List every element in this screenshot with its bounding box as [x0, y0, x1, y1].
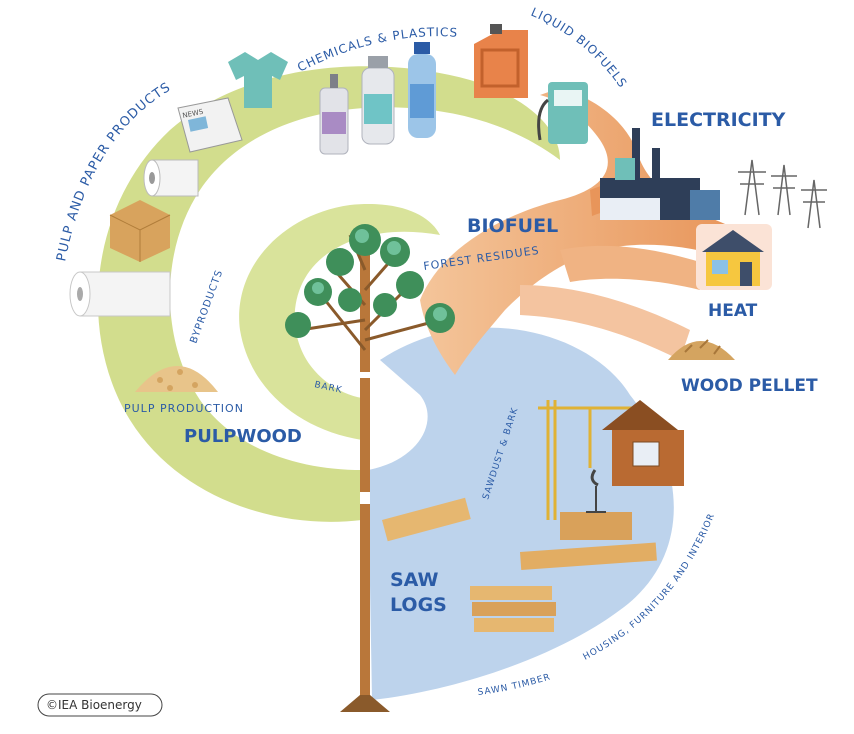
pulp-production-label: PULP PRODUCTION — [124, 402, 244, 415]
byproducts-stream — [239, 204, 440, 440]
heat-branch — [560, 245, 700, 290]
newspaper-icon: NEWS — [177, 97, 243, 153]
copyright-badge: ©IEA Bioenergy — [37, 693, 163, 717]
power-pylons-icon — [738, 159, 827, 229]
sawn-timber-label: SAWN TIMBER — [477, 672, 552, 698]
pellet-branch — [520, 285, 690, 360]
byproducts-label: BYPRODUCTS — [188, 268, 225, 345]
heat-label: HEAT — [708, 301, 758, 321]
bottle-icon-3 — [408, 42, 436, 138]
biofuel-stream — [420, 88, 740, 375]
pulpwood-stream — [97, 66, 561, 522]
bottle-icon-1 — [319, 74, 349, 155]
crane-icon — [538, 400, 640, 520]
tshirt-icon — [228, 52, 288, 108]
saw-logs-stream — [368, 327, 674, 700]
wood-chips-icon — [135, 366, 218, 392]
fuel-canister-icon — [474, 24, 528, 98]
bottle-icon-2 — [361, 56, 395, 145]
copyright-text: ©IEA Bioenergy — [46, 698, 142, 712]
paper-roll-icon — [69, 271, 171, 317]
logs-label: LOGS — [390, 594, 447, 616]
lumber-icon — [382, 486, 657, 632]
electricity-label: ELECTRICITY — [651, 109, 786, 131]
cardboard-box-icon — [109, 200, 171, 262]
pulpwood-label: PULPWOOD — [184, 426, 302, 447]
toilet-paper-icon — [143, 159, 199, 197]
power-plant-icon — [600, 128, 720, 220]
fuel-pump-icon — [537, 82, 588, 144]
liquid-biofuels-label: LIQUID BIOFUELS — [529, 5, 630, 91]
pine-tree — [285, 224, 455, 712]
house-icon — [696, 224, 772, 290]
biofuel-label: BIOFUEL — [467, 215, 558, 237]
log-cabin-icon — [602, 400, 684, 486]
wood-pellet-label: WOOD PELLET — [681, 376, 818, 396]
wood-pellets-icon — [668, 339, 735, 360]
saw-label: SAW — [390, 569, 439, 591]
